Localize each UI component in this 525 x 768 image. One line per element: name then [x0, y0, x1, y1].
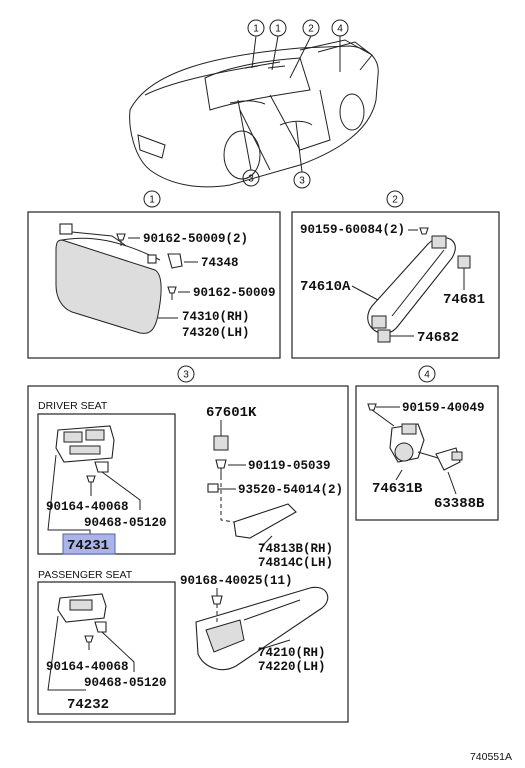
clip-icon [167, 253, 183, 269]
label-74814c-lh: 74814C(LH) [258, 556, 333, 570]
section-2-number: 2 [386, 190, 404, 208]
cap-icon [457, 255, 471, 269]
label-74348: 74348 [201, 256, 239, 270]
svg-text:1: 1 [149, 195, 155, 206]
passenger-seat-box [37, 581, 176, 715]
label-74681: 74681 [443, 292, 485, 308]
label-74631b: 74631B [372, 481, 423, 497]
callout-3b: 3 [293, 171, 311, 189]
section-3-frame [27, 385, 349, 723]
diagram-code: 740551A [470, 751, 512, 763]
section-1: 1 90162-50009(2) 74348 90162-50009 74310 [27, 190, 281, 359]
label-passenger-90468-05120: 90468-05120 [84, 676, 167, 690]
label-74220-lh: 74220(LH) [258, 660, 326, 674]
assist-grip-part [367, 235, 456, 335]
label-driver-90468-05120: 90468-05120 [84, 516, 167, 530]
svg-text:4: 4 [337, 24, 343, 35]
svg-text:4: 4 [424, 370, 430, 381]
bracket-part [233, 503, 297, 539]
callout-3a: 3 [242, 169, 260, 187]
driver-part-highlight [62, 533, 116, 555]
label-90168-40025: 90168-40025(11) [180, 574, 293, 588]
label-90159-40049: 90159-40049 [402, 401, 485, 415]
svg-text:3: 3 [248, 174, 254, 185]
label-74210-rh: 74210(RH) [258, 646, 326, 660]
lamp-socket-part [389, 423, 425, 463]
label-driver-90164-40068: 90164-40068 [46, 500, 129, 514]
screw-icon [167, 286, 177, 300]
label-90162-50009-2: 90162-50009(2) [143, 232, 248, 246]
bulb-part [435, 447, 463, 471]
passenger-seat-title: PASSENGER SEAT [38, 569, 133, 581]
screw-icon [211, 595, 223, 605]
label-passenger-90164-40068: 90164-40068 [46, 660, 129, 674]
section-4-frame [355, 385, 499, 521]
clip-icon [207, 483, 219, 493]
label-74320-lh: 74320(LH) [182, 326, 250, 340]
car-illustration [129, 39, 379, 188]
bracket-icon [94, 621, 107, 633]
svg-text:1: 1 [275, 24, 281, 35]
sun-visor-part [55, 223, 162, 334]
driver-seat-title: DRIVER SEAT [38, 400, 108, 412]
label-74682: 74682 [417, 330, 459, 346]
label-74231: 74231 [67, 538, 109, 554]
callout-leaders [237, 35, 341, 173]
section-1-number: 1 [143, 190, 161, 208]
section-1-frame [27, 211, 281, 359]
screw-icon [86, 475, 96, 490]
label-74813b-rh: 74813B(RH) [258, 542, 333, 556]
callout-2: 2 [302, 19, 320, 37]
svg-text:2: 2 [392, 195, 398, 206]
label-63388b: 63388B [434, 496, 485, 512]
cap-icon [213, 435, 229, 451]
screw-icon [367, 403, 377, 411]
screw-icon [419, 227, 429, 235]
driver-switch-part [55, 425, 115, 463]
label-93520-54014: 93520-54014(2) [238, 483, 343, 497]
bracket-icon [94, 461, 109, 473]
label-74232: 74232 [67, 697, 109, 713]
label-67601k: 67601K [206, 405, 257, 421]
callout-4: 4 [331, 19, 349, 37]
section-4: 4 90159-40049 74631B 63388B [355, 365, 499, 521]
screw-icon [84, 635, 94, 650]
callout-1b: 1 [269, 19, 287, 37]
label-90159-60084: 90159-60084(2) [300, 223, 405, 237]
armrest-part [195, 586, 329, 671]
section-2-frame [291, 211, 500, 359]
screw-icon [116, 233, 126, 246]
label-74610a: 74610A [300, 279, 351, 295]
label-74310-rh: 74310(RH) [182, 310, 250, 324]
cap-icon [377, 329, 391, 343]
section-2: 2 90159-60084(2) 74610A 74681 74682 [291, 190, 500, 359]
callout-1a: 1 [247, 19, 265, 37]
svg-text:1: 1 [253, 24, 259, 35]
section-3-number: 3 [177, 365, 195, 383]
label-90162-50009: 90162-50009 [193, 286, 276, 300]
section-3: 3 DRIVER SEAT 90164-40068 90468-05120 74… [27, 365, 349, 723]
passenger-switch-part [57, 593, 107, 623]
screw-icon [215, 459, 227, 476]
svg-text:3: 3 [299, 176, 305, 187]
svg-text:2: 2 [308, 24, 314, 35]
section-4-number: 4 [418, 365, 436, 383]
label-90119-05039: 90119-05039 [248, 459, 331, 473]
svg-text:3: 3 [183, 370, 189, 381]
